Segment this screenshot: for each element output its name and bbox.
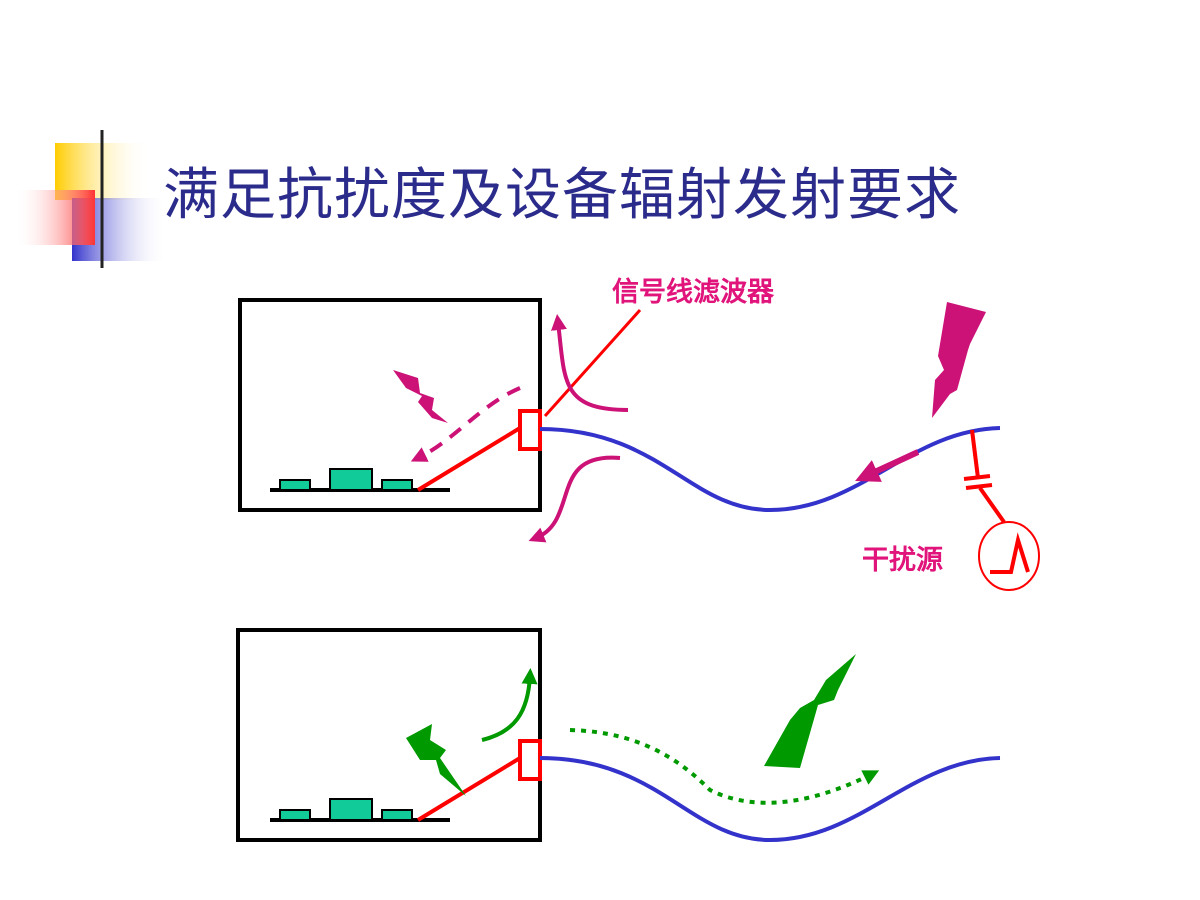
signal-trace-bottom: [416, 756, 522, 822]
capacitor-icon: [963, 474, 991, 481]
page-title: 满足抗扰度及设备辐射发射要求: [163, 163, 961, 228]
pulse-source-icon: [978, 521, 1040, 591]
lightning-bolt-icon: [393, 370, 448, 423]
cable-bottom: [539, 756, 1001, 843]
conducted-arrow-cable: [855, 449, 920, 482]
bottom-scenario: [236, 628, 1001, 843]
lightning-bolt-icon: [932, 302, 986, 418]
deflect-arrow-down: [528, 455, 621, 543]
signal-line-filter-label: 信号线滤波器: [612, 277, 774, 308]
deflect-arrow-up: [551, 314, 629, 412]
lightning-bolt-icon: [406, 724, 466, 796]
title-decoration: [15, 130, 1120, 268]
suppressed-arrow-up: [481, 668, 538, 742]
lightning-bolt-icon: [764, 654, 856, 768]
dotted-arrow-cable: [569, 728, 880, 805]
filter-connector-icon: [518, 739, 542, 781]
filter-connector-icon: [518, 409, 542, 451]
top-scenario: [238, 298, 1040, 591]
cable-top: [539, 426, 1001, 513]
device-enclosure-bottom: [236, 628, 542, 842]
interference-source-label: 干扰源: [862, 545, 943, 576]
filter-leader-line: [543, 308, 642, 418]
device-enclosure-top: [238, 298, 542, 512]
interference-source: [963, 429, 1040, 591]
signal-trace-top: [416, 426, 522, 492]
